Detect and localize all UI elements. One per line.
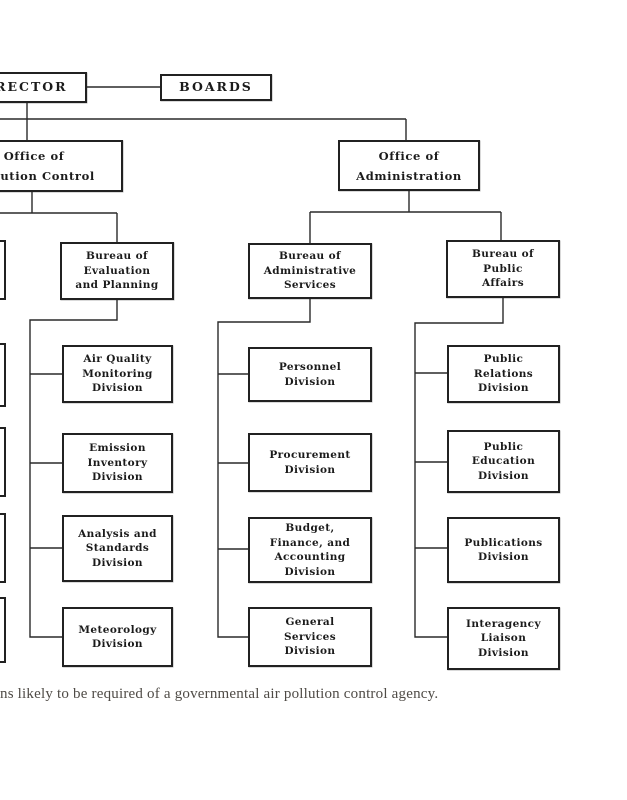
- node-publications-division-label: Publications Division: [464, 536, 543, 564]
- node-interagency-liaison-division: Interagency Liaison Division: [447, 607, 560, 670]
- node-bureau-administrative-services-label: Bureau of Administrative Services: [263, 250, 357, 292]
- node-interagency-liaison-division-label: Interagency Liaison Division: [466, 617, 541, 659]
- node-publications-division: Publications Division: [447, 517, 560, 583]
- node-bureau-evaluation-planning-label: Bureau of Evaluation and Planning: [75, 250, 159, 292]
- node-air-quality-monitoring-division-label: Air Quality Monitoring Division: [82, 353, 153, 395]
- node-bureau-administrative-services: Bureau of Administrative Services: [248, 243, 372, 299]
- node-director: DIRECTOR: [0, 72, 87, 103]
- node-air-quality-monitoring-division: Air Quality Monitoring Division: [62, 345, 173, 403]
- node-office-of-administration-label: Office of Administration: [356, 148, 462, 183]
- node-bureau-public-affairs: Bureau of Public Affairs: [446, 240, 560, 298]
- node-meteorology-division-label: Meteorology Division: [78, 623, 157, 651]
- node-public-relations-division: Public Relations Division: [447, 345, 560, 403]
- cutoff-node-division-4: [0, 597, 6, 663]
- node-analysis-standards-division: Analysis and Standards Division: [62, 515, 173, 582]
- node-public-relations-division-label: Public Relations Division: [473, 353, 534, 395]
- node-bureau-public-affairs-label: Bureau of Public Affairs: [472, 248, 534, 290]
- cutoff-node-division-1: [0, 343, 6, 407]
- node-personnel-division: Personnel Division: [248, 347, 372, 402]
- node-public-education-division: Public Education Division: [447, 430, 560, 493]
- node-budget-finance-accounting-division: Budget, Finance, and Accounting Division: [248, 517, 372, 583]
- connector-pollution-to-bureaus: [0, 192, 118, 243]
- node-boards-label: BOARDS: [179, 79, 253, 95]
- cutoff-node-division-3: [0, 513, 6, 583]
- connector-evaluation-spine: [29, 300, 118, 638]
- node-emission-inventory-division-label: Emission Inventory Division: [87, 442, 148, 484]
- node-office-of-administration: Office of Administration: [338, 140, 480, 191]
- node-meteorology-division: Meteorology Division: [62, 607, 173, 667]
- node-office-of-pollution-control: Office of Pollution Control: [0, 140, 123, 192]
- node-boards: BOARDS: [160, 74, 272, 101]
- node-bureau-evaluation-planning: Bureau of Evaluation and Planning: [60, 242, 174, 300]
- connector-public-affairs-spine: [414, 297, 504, 638]
- node-analysis-standards-division-label: Analysis and Standards Division: [78, 527, 157, 569]
- connector-distribution-line: [0, 118, 407, 141]
- node-procurement-division: Procurement Division: [248, 433, 372, 492]
- node-director-label: DIRECTOR: [0, 79, 68, 95]
- node-emission-inventory-division: Emission Inventory Division: [62, 433, 173, 493]
- node-office-of-pollution-control-label: Office of Pollution Control: [0, 149, 95, 183]
- node-public-education-division-label: Public Education Division: [471, 440, 536, 482]
- node-general-services-division-label: General Services Division: [283, 616, 337, 658]
- figure-caption: ns likely to be required of a government…: [0, 686, 439, 702]
- node-procurement-division-label: Procurement Division: [269, 449, 351, 476]
- node-budget-finance-accounting-division-label: Budget, Finance, and Accounting Division: [269, 522, 351, 578]
- node-personnel-division-label: Personnel Division: [278, 361, 342, 388]
- connector-administration-to-bureaus: [309, 191, 502, 244]
- node-general-services-division: General Services Division: [248, 607, 372, 667]
- cutoff-node-bureau: [0, 240, 6, 300]
- cutoff-node-division-2: [0, 427, 6, 497]
- connector-admin-services-spine: [217, 298, 311, 638]
